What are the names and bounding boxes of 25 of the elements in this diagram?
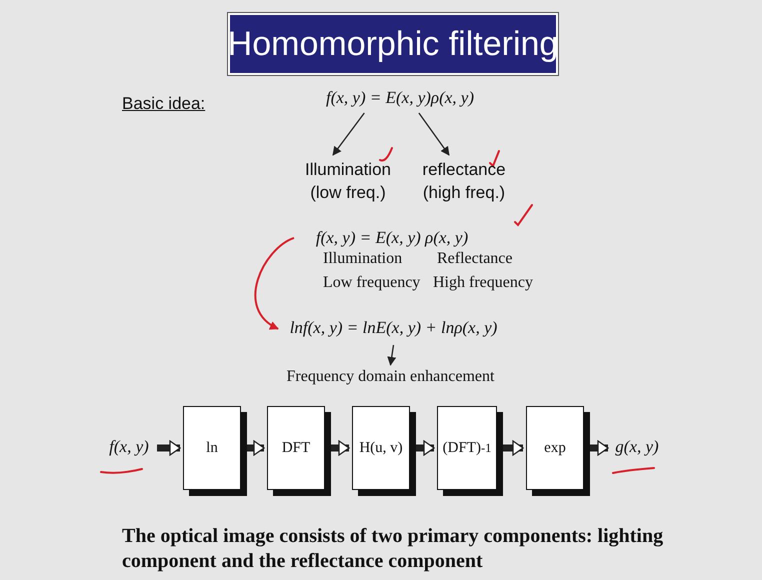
arrow [500,440,524,456]
term-label: reflectance (high freq.) [414,158,514,206]
caption: The optical image consists of two primary components: lighting component and the reflectance component [122,524,664,574]
formula: f(x, y) = E(x, y)ρ(x, y) [295,88,505,110]
term-label: Illumination (low freq.) [298,158,398,206]
arrow [332,112,365,156]
term-label: High frequency [433,274,533,292]
formula: lnf(x, y) = lnE(x, y) + lnρ(x, y) [281,318,506,342]
arrow [157,440,181,456]
arrow [254,237,294,330]
arrow [244,440,265,456]
arrow [387,344,396,366]
term-label: Illumination [323,250,402,268]
arrow [587,440,609,456]
basic-idea-heading: Basic idea: [122,93,206,115]
term-label: Reflectance [437,250,512,268]
arrow [328,440,350,456]
term-label: Low frequency [323,274,420,292]
input-signal-label: f(x, y) [104,437,154,459]
title-banner: Homomorphic filtering [228,13,558,75]
arrow [418,112,450,156]
arrow [413,440,435,456]
formula: f(x, y) = E(x, y) ρ(x, y) [297,228,487,250]
output-signal-label: g(x, y) [611,437,663,459]
step-label: Frequency domain enhancement [283,368,498,390]
